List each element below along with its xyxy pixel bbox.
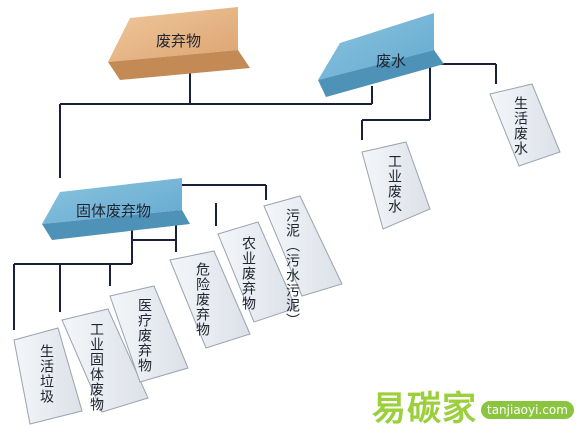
leaf-industrial-wastewater [361, 141, 431, 230]
leaf-agricultural [217, 221, 297, 323]
wastewater-node [318, 13, 444, 97]
wastewater-label: 废水 [376, 52, 407, 70]
watermark-brand: 易碳家 [372, 389, 477, 429]
leaf-industrial-solid [61, 308, 149, 413]
medical-label: 医疗废弃物 [136, 298, 152, 373]
solid-waste-label: 固体废弃物 [76, 202, 152, 220]
leaf-household-garbage [13, 327, 83, 425]
household-garbage-label: 生活垃圾 [38, 344, 54, 404]
domestic-wastewater-label: 生活废水 [512, 96, 528, 156]
agricultural-label: 农业废弃物 [240, 236, 256, 311]
leaf-domestic-wastewater [489, 83, 561, 167]
root-node [108, 7, 250, 80]
solid-waste-node [42, 178, 190, 240]
hazardous-label: 危险废弃物 [194, 262, 210, 337]
watermark-logo: 易碳家 tanjiaoyi.com [372, 381, 574, 430]
root-label: 废弃物 [156, 32, 202, 50]
leaf-sludge [263, 195, 343, 297]
watermark-url: tanjiaoyi.com [481, 400, 574, 419]
sludge-label: 污泥（污水污泥） [284, 208, 300, 328]
leaf-medical [109, 285, 189, 383]
leaf-hazardous [169, 250, 251, 349]
industrial-wastewater-label: 工业废水 [386, 154, 402, 214]
industrial-solid-label: 工业固体废物 [88, 322, 104, 412]
